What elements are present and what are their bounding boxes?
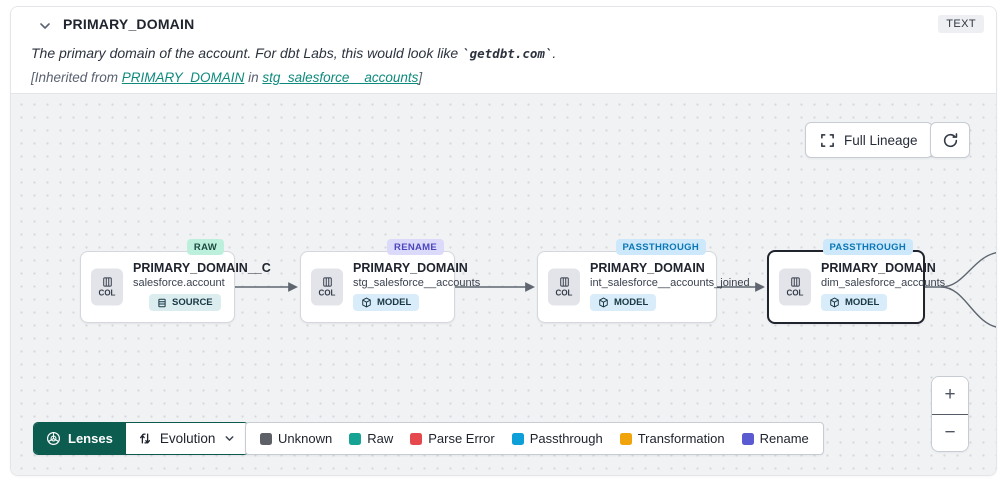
inherited-from-note: [Inherited from PRIMARY_DOMAIN in stg_sa… (31, 70, 423, 85)
legend-item: Transformation (619, 431, 725, 446)
node-model-name: int_salesforce__accounts_joined (590, 277, 750, 289)
node-title: PRIMARY_DOMAIN (590, 261, 705, 275)
zoom-control: + − (931, 376, 969, 452)
source-icon (158, 298, 166, 307)
expand-icon (821, 133, 834, 147)
chevron-down-icon (225, 436, 234, 441)
legend-swatch-parse-error (410, 432, 423, 445)
node-title: PRIMARY_DOMAIN (353, 261, 468, 275)
node-title: PRIMARY_DOMAIN__C (133, 261, 271, 275)
full-lineage-button[interactable]: Full Lineage (805, 122, 933, 158)
collapse-chevron-icon[interactable] (37, 18, 53, 34)
node-model-name: salesforce.account (133, 277, 225, 289)
evolution-badge: RENAME (387, 239, 444, 255)
legend-swatch-rename (741, 432, 754, 445)
legend-swatch-raw (349, 432, 362, 445)
zoom-divider (932, 413, 968, 415)
column-description: The primary domain of the account. For d… (31, 45, 557, 61)
node-type-chip: SOURCE (149, 294, 221, 311)
column-chip: COL (91, 268, 123, 306)
legend-item: Parse Error (410, 431, 495, 446)
lineage-node-dim-selected[interactable]: PASSTHROUGH COL PRIMARY_DOMAIN dim_sales… (767, 239, 946, 324)
legend-item: Rename (741, 431, 809, 446)
refresh-icon (943, 132, 957, 147)
lineage-panel: PRIMARY_DOMAIN TEXT The primary domain o… (10, 6, 997, 476)
evolution-badge: RAW (186, 239, 224, 255)
legend-swatch-passthrough (511, 432, 524, 445)
legend-item: Passthrough (511, 431, 603, 446)
legend-swatch-transformation (619, 432, 632, 445)
legend-item: Raw (349, 431, 393, 446)
column-type-badge: TEXT (938, 15, 984, 33)
col-icon (559, 277, 569, 287)
node-type-chip: MODEL (590, 294, 657, 311)
lens-dropdown[interactable]: Evolution (124, 423, 249, 454)
inline-code: `getdbt.com` (462, 46, 553, 61)
refresh-button[interactable] (930, 122, 970, 158)
inherited-model-link[interactable]: stg_salesforce__accounts (262, 70, 419, 85)
column-chip: COL (779, 268, 811, 306)
col-icon (322, 277, 332, 287)
lineage-node-source[interactable]: RAW COL PRIMARY_DOMAIN__C salesforce.acc… (80, 239, 271, 323)
lenses-button[interactable]: Lenses (34, 423, 125, 454)
evolution-badge: PASSTHROUGH (615, 239, 706, 255)
col-icon (102, 277, 112, 287)
lenses-selector: Lenses Evolution (33, 422, 250, 455)
node-type-chip: MODEL (353, 294, 420, 311)
model-cube-icon (362, 297, 371, 308)
full-lineage-label: Full Lineage (844, 132, 918, 148)
legend-item: Unknown (260, 431, 332, 446)
lens-aperture-icon (46, 431, 61, 446)
evolution-icon (139, 433, 150, 444)
selected-lens-label: Evolution (159, 431, 216, 446)
lineage-node-staging[interactable]: RENAME COL PRIMARY_DOMAIN stg_salesforce… (300, 239, 481, 323)
node-model-name: dim_salesforce_accounts (821, 277, 946, 289)
evolution-legend: Unknown Raw Parse Error Passthrough Tran… (245, 422, 824, 455)
lenses-label: Lenses (68, 431, 113, 446)
column-header: PRIMARY_DOMAIN TEXT The primary domain o… (11, 7, 996, 93)
model-cube-icon (830, 297, 839, 308)
legend-swatch-unknown (260, 432, 272, 445)
node-type-chip: MODEL (821, 294, 888, 311)
evolution-badge: PASSTHROUGH (822, 239, 913, 255)
zoom-in-button[interactable]: + (932, 377, 968, 414)
lineage-node-intermediate[interactable]: PASSTHROUGH COL PRIMARY_DOMAIN int_sales… (537, 239, 750, 323)
column-chip: COL (548, 268, 580, 306)
page-title: PRIMARY_DOMAIN (63, 16, 195, 32)
col-icon (790, 277, 800, 287)
column-chip: COL (311, 268, 343, 306)
inherited-column-link[interactable]: PRIMARY_DOMAIN (121, 70, 245, 85)
zoom-out-button[interactable]: − (932, 414, 968, 451)
lineage-canvas[interactable]: Full Lineage RAW COL PRIMARY_DOMAIN__C s… (11, 93, 996, 475)
node-model-name: stg_salesforce__accounts (353, 277, 481, 289)
model-cube-icon (599, 297, 608, 308)
node-title: PRIMARY_DOMAIN (821, 261, 936, 275)
